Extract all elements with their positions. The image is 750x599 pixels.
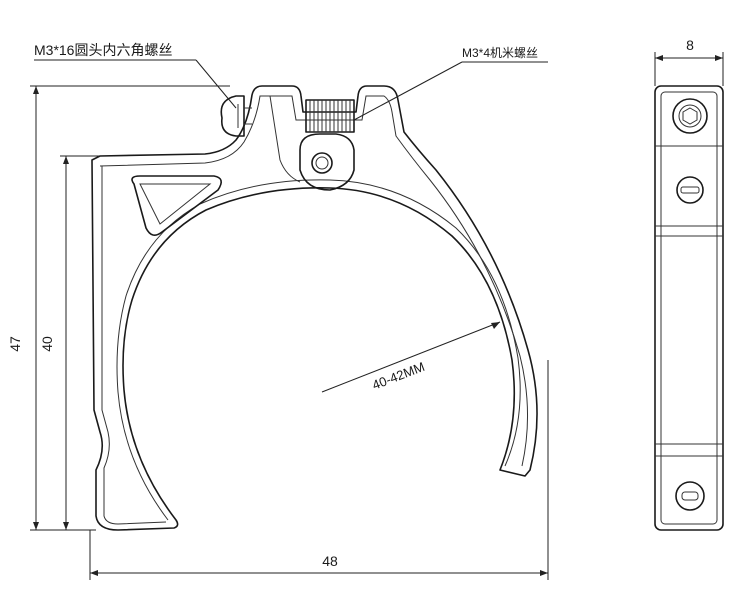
callout-screw-short-leader (353, 61, 463, 121)
callout-screw-long-label: M3*16圆头内六角螺丝 (34, 42, 172, 58)
side-outline (654, 85, 724, 531)
dim-width-label: 48 (322, 553, 338, 569)
clamp-outline (91, 85, 538, 531)
round-head-screw (220, 95, 252, 137)
side-slot (680, 186, 700, 194)
side-inner-outline (660, 91, 718, 525)
hinge-boss (299, 133, 355, 191)
side-middle-hole (676, 176, 704, 204)
set-screw (305, 99, 355, 133)
dim-thickness-label: 8 (686, 37, 694, 53)
clamp-side-view (654, 85, 724, 531)
callout-screw-short-label: M3*4机米螺丝 (462, 46, 538, 60)
side-bottom-slot (681, 491, 699, 501)
dim-diameter-label: 40-42MM (370, 359, 427, 393)
callout-screw-long-leader (195, 59, 237, 109)
callouts: M3*16圆头内六角螺丝 M3*4机米螺丝 (34, 42, 548, 121)
side-screw-head (672, 98, 708, 134)
hinge-pin-inner (315, 156, 329, 170)
clamp-front-view (91, 85, 538, 531)
clamp-inner-arc-edge (116, 179, 521, 521)
dim-inner-height-label: 40 (39, 336, 55, 352)
clamp-left-edge (101, 166, 167, 525)
triangle-cutout (131, 175, 222, 236)
hex-socket-icon (682, 107, 698, 125)
dim-diameter-line (321, 321, 501, 393)
triangle-cutout-inner (139, 183, 212, 225)
dim-total-height-label: 47 (7, 336, 23, 352)
dimensions: 8 47 40 48 40-42MM (7, 37, 724, 580)
clamp-inner-edge (99, 95, 529, 467)
side-bottom-hole (675, 481, 705, 511)
hinge-pin-hole (311, 152, 333, 174)
split-line (269, 95, 301, 183)
side-screw-ring (678, 104, 702, 128)
